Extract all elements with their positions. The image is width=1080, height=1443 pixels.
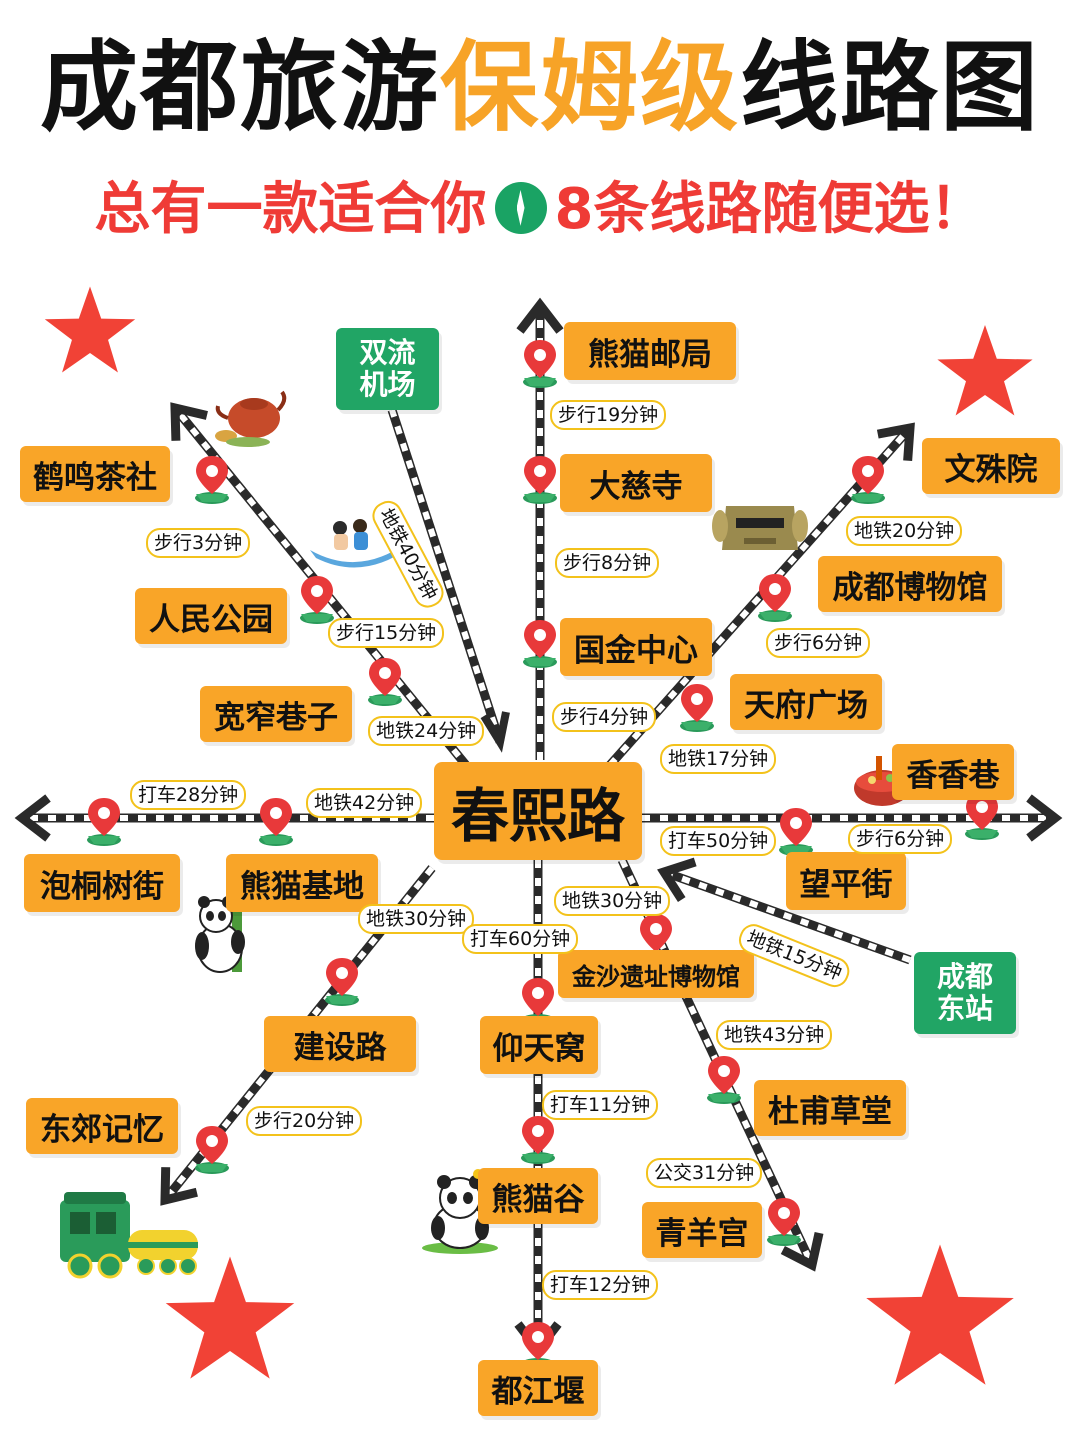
arrowhead <box>170 402 208 441</box>
route-label: 步行3分钟 <box>146 528 251 558</box>
place-kuanzhai-alley[interactable]: 宽窄巷子 <box>200 686 352 742</box>
title-part-a: 成都旅游 <box>39 31 440 145</box>
location-pin-icon <box>195 1126 229 1174</box>
place-heming-teahouse[interactable]: 鹤鸣茶社 <box>20 446 170 502</box>
star-icon <box>866 1244 1014 1385</box>
location-pin-icon <box>87 798 121 846</box>
place-tianfu-square[interactable]: 天府广场 <box>730 674 882 730</box>
route-label: 打车12分钟 <box>542 1270 659 1300</box>
compass-icon <box>494 181 547 234</box>
route-label: 打车28分钟 <box>130 780 247 810</box>
place-daci-temple[interactable]: 大慈寺 <box>560 454 712 512</box>
route-label: 步行20分钟 <box>246 1106 363 1136</box>
teapot-icon <box>215 390 287 447</box>
hub-chunxi-road[interactable]: 春熙路 <box>434 762 642 860</box>
location-pin-icon <box>300 576 334 624</box>
route-label: 步行15分钟 <box>328 618 445 648</box>
location-pin-icon <box>758 574 792 622</box>
route-label: 地铁30分钟 <box>554 886 671 916</box>
route-label: 打车60分钟 <box>462 924 579 954</box>
place-dongjiao-memory[interactable]: 东郊记忆 <box>26 1098 178 1154</box>
location-pin-icon <box>707 1056 741 1104</box>
location-pin-icon <box>523 340 557 388</box>
east-station-line-2: 东站 <box>936 992 993 1025</box>
place-chengdu-east-station[interactable]: 成都 东站 <box>914 952 1016 1034</box>
location-pin-icon <box>325 958 359 1006</box>
place-paotongshu-street[interactable]: 泡桐树街 <box>24 854 180 912</box>
location-pin-icon <box>368 658 402 706</box>
place-shuangliu-airport[interactable]: 双流 机场 <box>336 328 439 410</box>
train-icon <box>60 1192 198 1279</box>
location-pin-icon <box>523 620 557 668</box>
place-panda-post-office[interactable]: 熊猫邮局 <box>564 322 736 380</box>
place-wangping-street[interactable]: 望平街 <box>786 852 906 910</box>
arrowhead <box>480 711 510 753</box>
page-subtitle: 总有一款适合你 8条线路随便选！ <box>0 170 1080 250</box>
road-line-stripe <box>662 869 912 963</box>
arrowhead <box>780 1231 824 1272</box>
location-pin-icon <box>259 798 293 846</box>
route-label: 步行6分钟 <box>848 824 953 854</box>
location-pin-icon <box>523 456 557 504</box>
location-pin-icon <box>521 1116 555 1164</box>
route-label: 地铁17分钟 <box>660 744 777 774</box>
place-jianshe-road[interactable]: 建设路 <box>264 1016 416 1072</box>
page-title: 成都旅游保姆级线路图 <box>0 28 1080 148</box>
arrowhead <box>516 297 564 334</box>
star-icon <box>937 325 1033 416</box>
subtitle-part-b: 8条线路随便选！ <box>554 177 986 242</box>
route-label: 地铁42分钟 <box>306 788 423 818</box>
route-label: 公交31分钟 <box>646 1158 763 1188</box>
route-label: 地铁30分钟 <box>358 904 475 934</box>
location-pin-icon <box>195 456 229 504</box>
rowboat-icon <box>310 519 402 568</box>
route-label: 步行6分钟 <box>766 628 871 658</box>
road-line-stripe <box>172 406 473 772</box>
place-qingyang-palace[interactable]: 青羊宫 <box>642 1202 762 1258</box>
location-pin-icon <box>680 684 714 732</box>
route-label: 地铁43分钟 <box>716 1020 833 1050</box>
place-jinsha-museum[interactable]: 金沙遗址博物馆 <box>558 950 754 998</box>
title-part-b: 保姆级 <box>439 31 740 145</box>
subtitle-part-a: 总有一款适合你 <box>94 177 487 242</box>
place-dufu-thatched-cottage[interactable]: 杜甫草堂 <box>754 1080 906 1136</box>
route-label: 打车50分钟 <box>660 826 777 856</box>
east-station-line-1: 成都 <box>936 960 993 993</box>
route-label: 步行8分钟 <box>555 548 660 578</box>
road-line-stripe <box>389 409 503 743</box>
place-dujiangyan[interactable]: 都江堰 <box>478 1360 598 1416</box>
route-label: 地铁24分钟 <box>368 716 485 746</box>
place-peoples-park[interactable]: 人民公园 <box>135 588 287 644</box>
location-pin-icon <box>767 1198 801 1246</box>
panda-icon <box>422 1169 498 1254</box>
location-pin-icon <box>779 808 813 856</box>
place-chengdu-museum[interactable]: 成都博物馆 <box>818 556 1002 612</box>
route-label: 步行19分钟 <box>550 400 667 430</box>
arrowhead <box>876 422 915 462</box>
route-label: 步行4分钟 <box>552 702 657 732</box>
arrowhead <box>14 794 51 842</box>
arrowhead <box>1026 794 1063 842</box>
place-panda-valley[interactable]: 熊猫谷 <box>478 1168 598 1224</box>
place-ifs-center[interactable]: 国金中心 <box>560 618 712 676</box>
place-xiangxiang-alley[interactable]: 香香巷 <box>892 744 1014 800</box>
place-yangtianwo[interactable]: 仰天窝 <box>480 1016 598 1074</box>
bronze-mask-icon <box>712 506 808 550</box>
arrowhead <box>160 1167 198 1206</box>
road-line-stripe <box>607 426 913 767</box>
place-wenshu-monastery[interactable]: 文殊院 <box>922 438 1060 494</box>
star-icon <box>44 286 136 373</box>
airport-line-1: 双流 <box>359 336 416 369</box>
airport-line-2: 机场 <box>359 368 416 401</box>
arrowhead <box>657 857 697 903</box>
route-label: 打车11分钟 <box>542 1090 659 1120</box>
place-panda-base[interactable]: 熊猫基地 <box>226 854 378 912</box>
location-pin-icon <box>851 456 885 504</box>
route-label: 地铁20分钟 <box>846 516 963 546</box>
title-part-c: 线路图 <box>740 31 1041 145</box>
